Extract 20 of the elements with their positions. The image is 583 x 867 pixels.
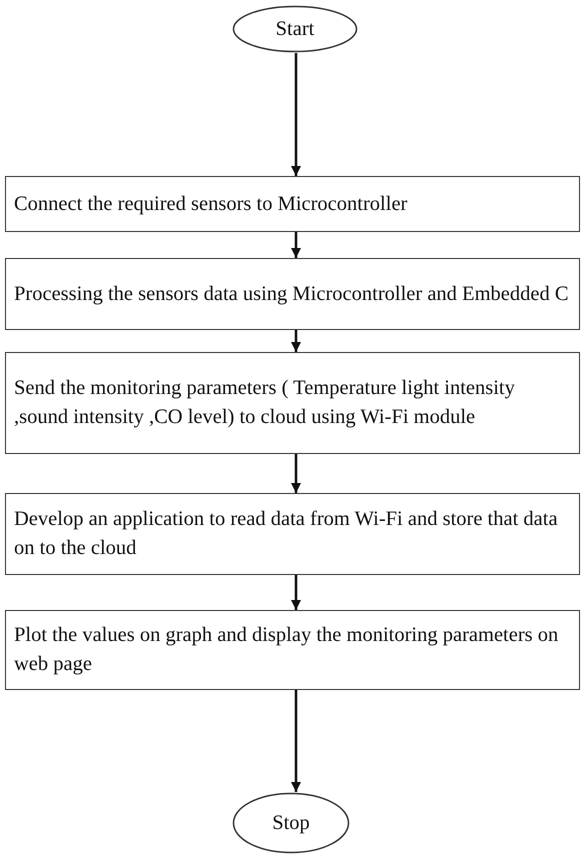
step-text: Processing the sensors data using Microcontroller and Embedded C [14,282,569,306]
arrow [291,454,301,493]
terminal-ellipse [232,5,358,53]
process-box [5,610,580,690]
step-text: Start [276,16,314,42]
step-text: Stop [272,810,310,836]
arrow [291,53,301,176]
process-box [5,352,580,454]
step-text: Connect the required sensors to Microcontroller [14,192,408,216]
process-box [5,176,580,232]
process-box [5,258,580,330]
process-box [5,493,580,575]
arrow [291,330,301,352]
step-text: Send the monitoring parameters ( Temperature light intensity ,sound intensity ,CO level) to cloud using Wi-Fi module [14,376,516,430]
arrow [291,575,301,610]
step-text: Plot the values on graph and display the monitoring parameters on web page [14,623,560,677]
arrow [291,690,301,792]
terminal-ellipse [232,792,350,854]
step-text: Develop an application to read data from Wi-Fi and store that data on to the cloud [14,507,559,561]
arrow [291,232,301,258]
